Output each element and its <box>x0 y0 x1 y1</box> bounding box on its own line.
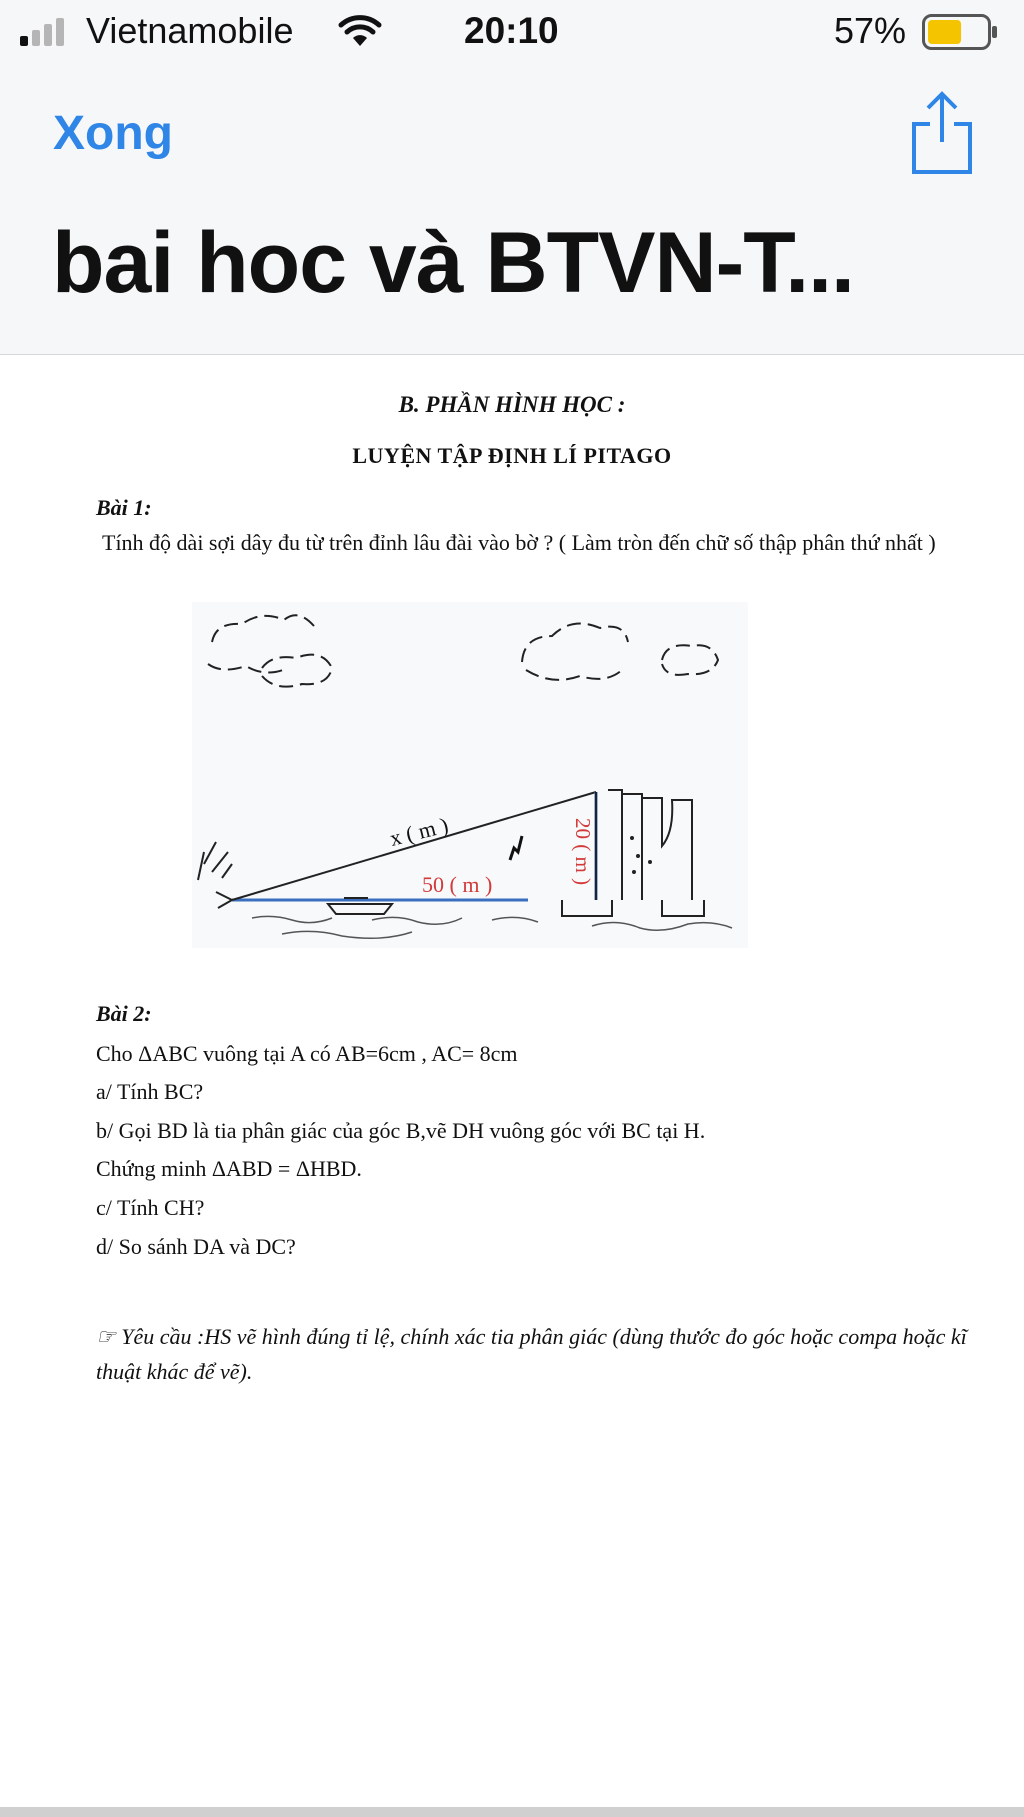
top-bar: Vietnamobile 20:10 57% Xong bai hoc và B… <box>0 0 1024 355</box>
battery-percent: 57% <box>834 10 907 51</box>
status-bar: Vietnamobile 20:10 57% <box>0 0 1024 64</box>
done-button[interactable]: Xong <box>53 107 173 160</box>
bai2-line: a/ Tính BC? <box>96 1079 204 1104</box>
bai1-heading: Bài 1: <box>96 495 152 520</box>
topic-title: LUYỆN TẬP ĐỊNH LÍ PITAGO <box>352 443 672 468</box>
bai1-figure: x ( m ) 50 ( m ) 20 ( m ) <box>192 602 748 948</box>
bai2-line: b/ Gọi BD là tia phân giác của góc B,vẽ … <box>96 1118 706 1143</box>
bai2-line: Chứng minh ΔABD = ΔHBD. <box>96 1156 362 1181</box>
document-page[interactable]: B. PHẦN HÌNH HỌC : LUYỆN TẬP ĐỊNH LÍ PIT… <box>0 355 1024 1807</box>
bai2-line: Cho ΔABC vuông tại A có AB=6cm , AC= 8cm <box>96 1041 518 1066</box>
requirement-note: ☞ Yêu cầu :HS vẽ hình đúng tỉ lệ, chính … <box>96 1319 976 1389</box>
figure-base-label: 50 ( m ) <box>422 872 492 897</box>
share-icon[interactable] <box>910 90 974 176</box>
bai2-heading: Bài 2: <box>96 1001 152 1026</box>
battery-icon <box>922 14 997 50</box>
pointing-hand-icon: ☞ <box>96 1324 116 1349</box>
figure-height-label: 20 ( m ) <box>571 818 595 885</box>
bai1-text: Tính độ dài sợi dây đu từ trên đỉnh lâu … <box>102 530 936 555</box>
requirement-text: Yêu cầu :HS vẽ hình đúng tỉ lệ, chính xá… <box>96 1324 967 1384</box>
carrier-name: Vietnamobile <box>86 10 294 51</box>
document-title: bai hoc và BTVN-T... <box>52 215 855 311</box>
section-title: B. PHẦN HÌNH HỌC : <box>398 392 626 417</box>
bottom-scroll-edge <box>0 1807 1024 1817</box>
bai2-line: d/ So sánh DA và DC? <box>96 1234 296 1259</box>
signal-icon <box>20 18 64 46</box>
wifi-icon <box>338 15 382 46</box>
clock: 20:10 <box>464 10 559 51</box>
bai2-line: c/ Tính CH? <box>96 1195 205 1220</box>
